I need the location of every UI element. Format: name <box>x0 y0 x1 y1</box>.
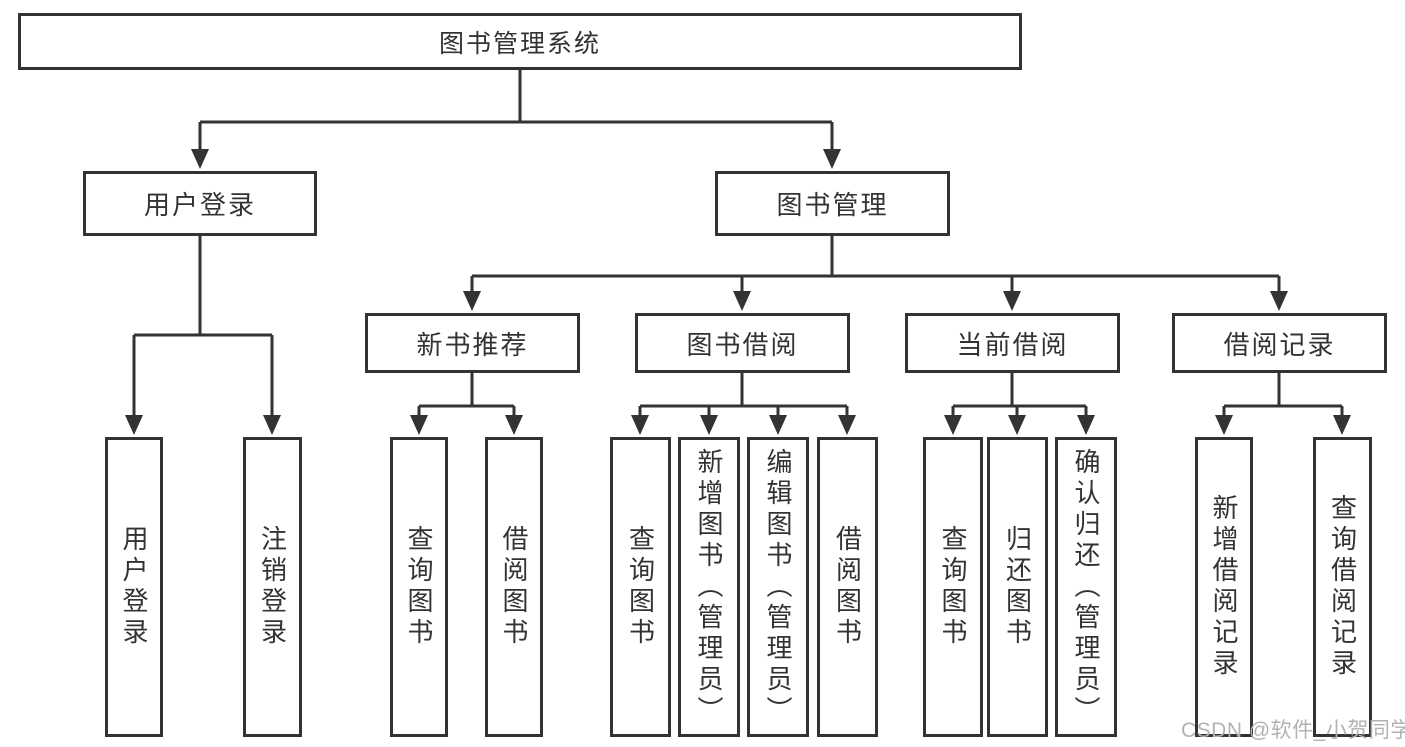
leaf-newbook-borrow-books: 借阅图书 <box>485 437 543 737</box>
connector-book-borrowing-branch <box>638 373 849 417</box>
leaf-borrowing-edit-books-admin: 编辑图书（管理员） <box>747 437 809 737</box>
node-book-management: 图书管理 <box>715 171 950 236</box>
leaf-current-query-books: 查询图书 <box>923 437 983 737</box>
connector-new-book-branch <box>417 373 516 417</box>
leaf-borrowing-add-books-admin: 新增图书（管理员） <box>678 437 740 737</box>
leaf-borrowing-borrow-books: 借阅图书 <box>817 437 878 737</box>
node-user-login: 用户登录 <box>83 171 317 236</box>
node-root: 图书管理系统 <box>18 13 1022 70</box>
connector-root-to-level2 <box>198 70 834 152</box>
node-new-book-recommendation: 新书推荐 <box>365 313 580 373</box>
leaf-records-add-record: 新增借阅记录 <box>1195 437 1253 737</box>
csdn-watermark: CSDN @软件_小贺同学 <box>1181 719 1405 742</box>
connector-borrowing-records-branch <box>1222 373 1344 417</box>
node-current-borrowing: 当前借阅 <box>905 313 1120 373</box>
connector-user-login-branch <box>132 236 274 417</box>
leaf-records-query-record: 查询借阅记录 <box>1313 437 1372 737</box>
leaf-current-confirm-return-admin: 确认归还（管理员） <box>1055 437 1117 737</box>
leaf-logout: 注销登录 <box>243 437 302 737</box>
leaf-borrowing-query-books: 查询图书 <box>610 437 671 737</box>
leaf-user-login: 用户登录 <box>105 437 163 737</box>
leaf-current-return-books: 归还图书 <box>987 437 1048 737</box>
arrowheads <box>125 149 1351 435</box>
node-book-borrowing: 图书借阅 <box>635 313 850 373</box>
connector-current-borrowing-branch <box>951 373 1088 417</box>
node-borrowing-records: 借阅记录 <box>1172 313 1387 373</box>
connector-book-management-branch <box>470 236 1281 293</box>
leaf-newbook-query-books: 查询图书 <box>390 437 448 737</box>
